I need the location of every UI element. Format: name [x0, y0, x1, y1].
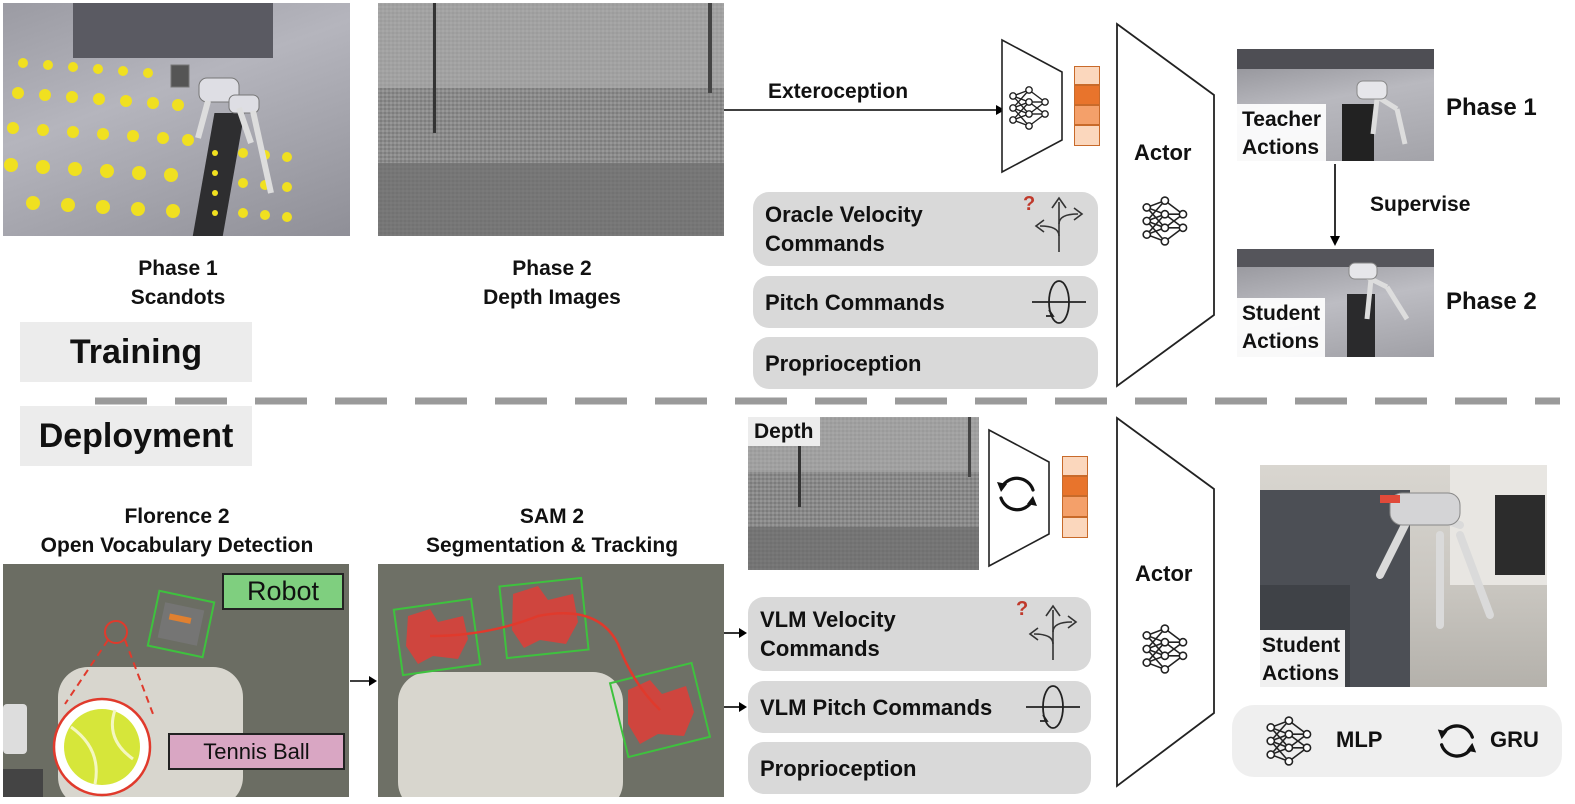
supervise-label: Supervise [1370, 193, 1471, 216]
student-actions-line1: Student [1242, 302, 1321, 325]
oracle-velocity-line1: Oracle Velocity [765, 202, 923, 227]
feature-cell [1062, 517, 1088, 538]
florence-caption: Florence 2 Open Vocabulary Detection [0, 502, 354, 560]
teacher-actions-label: Teacher Actions [1237, 104, 1326, 164]
feature-cell [1074, 85, 1100, 105]
phase1-scandots-image [3, 3, 350, 236]
student-actions-label-training: Student Actions [1237, 298, 1326, 358]
vlm-velocity-line2: Commands [760, 636, 880, 661]
sam-caption-title: SAM 2 [519, 505, 585, 528]
florence-caption-subtitle: Open Vocabulary Detection [40, 534, 314, 557]
deployment-encoder [988, 428, 1050, 568]
vlm-pitch-label: VLM Pitch Commands [760, 694, 993, 720]
neural-network-icon [1142, 196, 1188, 246]
deployment-section-text: Deployment [38, 417, 234, 455]
phase1-label: Phase 1 [1446, 94, 1537, 121]
proprioception-label-training: Proprioception [765, 350, 922, 376]
phase2-caption-title: Phase 2 [512, 257, 592, 280]
refresh-cycle-icon [1437, 724, 1477, 758]
training-section-label: Training [20, 322, 252, 382]
deployment-feature-vector [1062, 456, 1088, 538]
student-actions-label-deployment: Student Actions [1257, 630, 1346, 690]
feature-cell [1074, 125, 1100, 146]
feature-cell [1074, 66, 1100, 85]
proprioception-pill-training: Proprioception [753, 337, 1098, 389]
feature-cell [1062, 496, 1088, 517]
depth-label-text: Depth [754, 420, 814, 443]
feature-cell [1062, 456, 1088, 476]
training-encoder [1001, 38, 1063, 174]
training-question-mark: ? [1023, 193, 1036, 215]
feature-cell [1074, 105, 1100, 125]
deployment-depth-image [748, 417, 979, 570]
phase2-depth-image [378, 3, 724, 236]
pipeline-arrow [350, 676, 377, 686]
student-actions-deploy-line2: Actions [1262, 662, 1340, 685]
training-feature-vector [1074, 66, 1100, 146]
robot-tag: Robot [222, 573, 344, 610]
phase2-caption-subtitle: Depth Images [483, 286, 621, 309]
feature-cell [1062, 476, 1088, 496]
sam-caption: SAM 2 Segmentation & Tracking [380, 502, 724, 560]
deployment-actor [1116, 416, 1215, 788]
phase1-caption-subtitle: Scandots [130, 286, 226, 309]
direction-arrows-icon [1034, 196, 1084, 252]
depth-label: Depth [748, 417, 820, 446]
exteroception-label: Exteroception [768, 80, 909, 103]
neural-network-icon [1266, 716, 1312, 766]
vlm-velocity-arrow [724, 628, 747, 638]
pitch-rotation-icon [1026, 685, 1080, 729]
phase2-caption: Phase 2 Depth Images [420, 254, 684, 312]
pillow [398, 672, 623, 797]
teacher-actions-line1: Teacher [1242, 108, 1321, 131]
robot-tag-text: Robot [246, 576, 320, 606]
tennis-ball-tag: Tennis Ball [168, 733, 345, 770]
pitch-commands-label: Pitch Commands [765, 289, 945, 315]
training-actor-label: Actor [1134, 140, 1192, 165]
phase1-caption-title: Phase 1 [138, 257, 218, 280]
deployment-question-mark: ? [1016, 598, 1029, 620]
oracle-velocity-line2: Commands [765, 231, 885, 256]
proprioception-label-deployment: Proprioception [760, 755, 917, 781]
legend-gru-label: GRU [1490, 727, 1539, 752]
direction-arrows-icon [1028, 604, 1078, 660]
neural-network-icon [1142, 624, 1188, 674]
vlm-pitch-arrow [724, 702, 747, 712]
training-section-text: Training [69, 333, 203, 371]
student-actions-deploy-line1: Student [1262, 634, 1341, 657]
teacher-actions-line2: Actions [1242, 136, 1320, 159]
sam-tracking-image [378, 564, 724, 797]
refresh-cycle-icon [997, 476, 1037, 512]
vlm-velocity-pill: VLM Velocity Commands [748, 597, 1091, 671]
sam-caption-subtitle: Segmentation & Tracking [425, 534, 679, 557]
legend: MLP GRU [1232, 705, 1562, 777]
teacher-actions-image [1237, 49, 1434, 161]
florence-caption-title: Florence 2 [124, 505, 230, 528]
phase2-label: Phase 2 [1446, 288, 1537, 315]
legend-mlp-label: MLP [1336, 727, 1383, 752]
section-divider [95, 397, 1560, 405]
tennis-ball-tag-text: Tennis Ball [203, 739, 310, 764]
phase1-caption: Phase 1 Scandots [60, 254, 296, 312]
real-robot-photo [1260, 465, 1547, 687]
deployment-section-label: Deployment [20, 406, 252, 466]
deployment-actor-label: Actor [1135, 561, 1193, 586]
neural-network-icon [1009, 86, 1049, 130]
exteroception-arrow [724, 105, 1005, 115]
vlm-velocity-line1: VLM Velocity [760, 607, 896, 632]
proprioception-pill-deployment: Proprioception [748, 742, 1091, 794]
down-arrow-icon [1330, 164, 1340, 246]
pitch-rotation-icon [1032, 280, 1086, 324]
student-actions-line2: Actions [1242, 330, 1320, 353]
